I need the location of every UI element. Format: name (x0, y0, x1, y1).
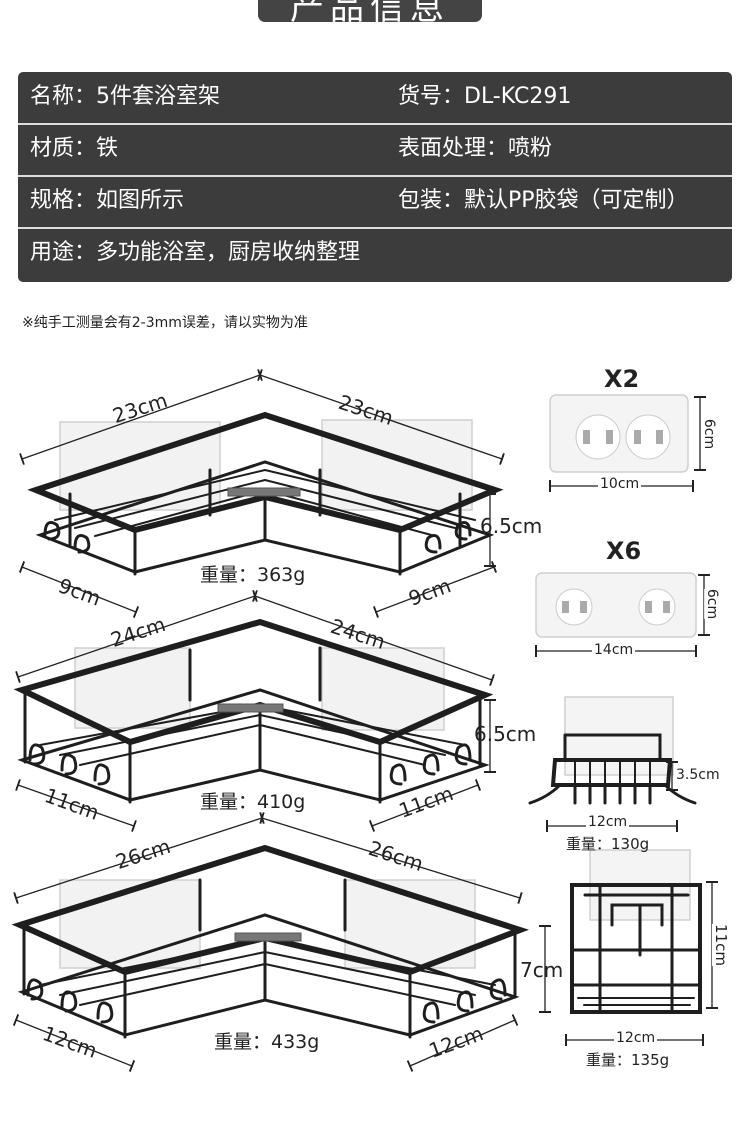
section-title: 产品信息 (290, 0, 450, 22)
info-row-4: 用途：多功能浴室，厨房收纳整理 (18, 228, 732, 280)
holder-weight: 重量：135g (586, 1051, 670, 1069)
rack-2-height: 6.5cm (474, 722, 537, 746)
hook-x2-height: 6cm (701, 418, 718, 450)
rack-1-weight: 重量：363g (200, 564, 306, 586)
small-hook-shelf (528, 696, 697, 805)
row-divider (18, 123, 732, 125)
suction-plate-image (321, 419, 473, 511)
hook-x6-quantity: X6 (606, 537, 642, 565)
holder-width: 12cm (614, 1030, 658, 1046)
small-shelf-height: 3.5cm (676, 767, 720, 783)
info-row-1: 名称：5件套浴室架 货号：DL-KC291 (18, 72, 732, 124)
corner-rack-1 (27, 411, 504, 576)
rack-2-weight: 重量：410g (200, 791, 306, 813)
product-info-table: 名称：5件套浴室架 货号：DL-KC291 材质：铁 表面处理：喷粉 规格：如图… (18, 72, 732, 282)
info-name: 名称：5件套浴室架 (30, 84, 220, 109)
section-title-tab: 产品信息 (258, 0, 482, 22)
adhesive-hook-x2 (549, 394, 689, 473)
corner-rack-2 (13, 618, 494, 804)
info-sku: 货号：DL-KC291 (398, 84, 572, 109)
rack-1-height: 6.5cm (480, 514, 543, 538)
info-finish: 表面处理：喷粉 (398, 136, 553, 161)
adhesive-hook-x6 (535, 572, 697, 638)
info-row-3: 规格：如图所示 包装：默认PP胶袋（可定制） (18, 176, 732, 228)
hook-x6-height: 6cm (704, 588, 721, 620)
rack-3-dimensions (12, 811, 551, 1072)
info-row-2: 材质：铁 表面处理：喷粉 (18, 124, 732, 176)
info-spec: 规格：如图所示 (30, 188, 185, 213)
hook-x6-width: 14cm (592, 642, 636, 658)
measurement-note: ※纯手工测量会有2-3mm误差，请以实物为准 (22, 315, 308, 331)
info-material: 材质：铁 (30, 136, 119, 161)
corner-rack-3 (11, 844, 530, 1039)
hook-x2-width: 10cm (598, 476, 642, 492)
info-usage: 用途：多功能浴室，厨房收纳整理 (30, 240, 361, 265)
rack-3-height: 7cm (520, 958, 564, 982)
holder-height: 11cm (711, 924, 730, 966)
info-packaging: 包装：默认PP胶袋（可定制） (398, 188, 689, 213)
small-shelf-width: 12cm (586, 814, 630, 830)
small-shelf-weight: 重量：130g (566, 835, 650, 853)
rack-3-weight: 重量：433g (214, 1031, 320, 1053)
row-divider (18, 227, 732, 229)
row-divider (18, 175, 732, 177)
hook-x2-quantity: X2 (604, 365, 640, 393)
toothbrush-holder (570, 849, 702, 1014)
